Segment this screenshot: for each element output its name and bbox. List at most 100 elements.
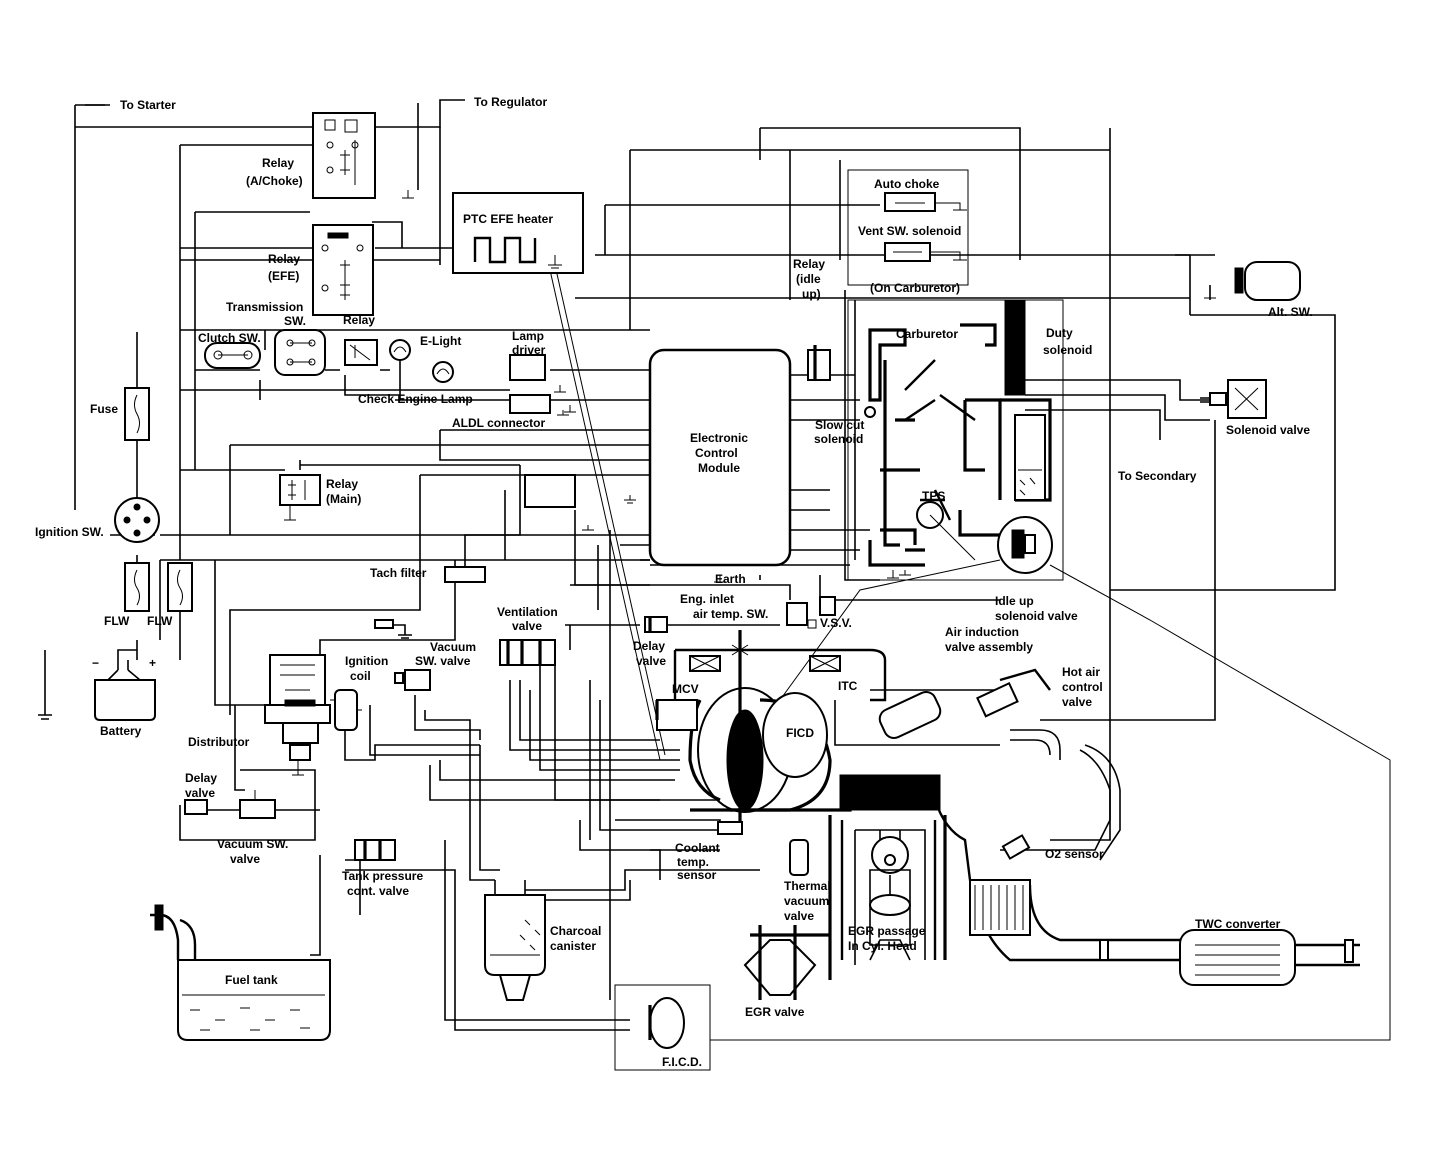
label-auto-choke: Auto choke xyxy=(874,177,940,191)
label-eng-inlet-2: air temp. SW. xyxy=(693,607,768,621)
lamp-driver xyxy=(509,354,566,393)
vacuum-hoses xyxy=(179,624,1121,1031)
air-cleaner-engine xyxy=(673,630,947,980)
label-relay-efe: Relay xyxy=(268,252,300,266)
label-fuse: Fuse xyxy=(90,402,118,416)
fusible-link-left xyxy=(124,562,150,612)
label-tps: TPS xyxy=(922,489,945,503)
label-tach-filter: Tach filter xyxy=(370,566,427,580)
label-hot-air: Hot air xyxy=(1062,665,1100,679)
carburetor xyxy=(847,299,1064,581)
label-egr-passage: EGR passage xyxy=(848,924,926,938)
label-battery: Battery xyxy=(100,724,142,738)
alt-switch xyxy=(1204,261,1301,301)
label-charcoal-2: canister xyxy=(550,939,596,953)
label-thermal: Thermal xyxy=(784,879,831,893)
label-o2-sensor: O2 sensor xyxy=(1045,847,1104,861)
transmission-switch xyxy=(274,329,326,376)
label-relay-achoke-sub: (A/Choke) xyxy=(246,174,303,188)
ptc-efe-heater xyxy=(452,192,584,274)
label-ventilation-valve-2: valve xyxy=(512,619,542,633)
label-ficd-box: F.I.C.D. xyxy=(662,1055,702,1069)
slow-cut-solenoid xyxy=(864,406,876,418)
ground-symbol-icon xyxy=(624,495,636,504)
label-ignition-sw: Ignition SW. xyxy=(35,525,104,539)
e-light xyxy=(389,339,411,361)
ground-symbol-icon xyxy=(582,525,594,531)
label-flw-right: FLW xyxy=(147,614,173,628)
relay-efe xyxy=(312,224,374,316)
delay-valve-mid xyxy=(644,616,668,633)
tach-filter xyxy=(444,566,486,583)
ventilation-valve xyxy=(499,639,556,666)
exhaust-system xyxy=(878,668,1360,986)
relay-achoke xyxy=(312,112,376,199)
tank-pressure-valve xyxy=(354,839,396,861)
label-e-light: E-Light xyxy=(420,334,461,348)
label-tank-pressure: Tank pressure xyxy=(342,869,423,883)
label-relay-idle-up-3: up) xyxy=(802,287,821,301)
vacuum-sw-valve-bottom xyxy=(239,790,276,819)
label-vacuum-sw-valve-bottom-2: valve xyxy=(230,852,260,866)
label-vent-sw-solenoid: Vent SW. solenoid xyxy=(858,224,961,238)
label-earth: Earth xyxy=(715,572,746,586)
distributor xyxy=(264,654,331,776)
label-duty-solenoid: Duty xyxy=(1046,326,1073,340)
fuse-main xyxy=(124,387,150,441)
plug-ground xyxy=(374,619,412,639)
clutch-switch xyxy=(204,342,261,369)
label-twc-converter: TWC converter xyxy=(1195,917,1281,931)
ignition-coil xyxy=(330,689,362,731)
label-relay-efe-sub: (EFE) xyxy=(268,269,299,283)
label-relay-idle-up: Relay xyxy=(793,257,825,271)
ecm-box xyxy=(648,348,792,567)
delay-valve-left xyxy=(184,799,208,815)
mcv-valve xyxy=(655,699,698,731)
label-coolant-2: temp. xyxy=(677,855,709,869)
label-itc: ITC xyxy=(838,679,858,693)
label-alt-sw: Alt. SW. xyxy=(1268,305,1313,319)
ficd-box xyxy=(614,984,711,1071)
label-egr-passage-2: In Cyl. Head xyxy=(848,939,917,953)
label-to-secondary: To Secondary xyxy=(1118,469,1197,483)
label-delay-valve-mid: Delay xyxy=(633,639,665,653)
label-ptc-efe-heater: PTC EFE heater xyxy=(463,212,553,226)
label-idle-up-solenoid: Idle up xyxy=(995,594,1034,608)
label-fuel-tank: Fuel tank xyxy=(225,973,278,987)
label-vsv: V.S.V. xyxy=(820,616,852,630)
labels: To Starter To Regulator Relay (A/Choke) … xyxy=(35,95,1313,1069)
aldl-connector-box xyxy=(509,394,576,414)
label-aldl-connector: ALDL connector xyxy=(452,416,545,430)
label-on-carburetor: (On Carburetor) xyxy=(870,281,960,295)
label-distributor: Distributor xyxy=(188,735,250,749)
label-to-regulator: To Regulator xyxy=(474,95,547,109)
label-idle-up-solenoid-2: solenoid valve xyxy=(995,609,1078,623)
label-relay-achoke: Relay xyxy=(262,156,294,170)
label-delay-valve-mid-2: valve xyxy=(636,654,666,668)
sensor-box xyxy=(524,474,576,508)
label-relay-main-2: (Main) xyxy=(326,492,361,506)
label-transmission-sw: Transmission xyxy=(226,300,303,314)
label-flw-left: FLW xyxy=(104,614,130,628)
label-relay-top: Relay xyxy=(343,313,375,327)
label-coolant: Coolant xyxy=(675,841,720,855)
relay-main xyxy=(279,474,321,521)
label-delay-valve-left: Delay xyxy=(185,771,217,785)
label-coolant-3: sensor xyxy=(677,868,717,882)
label-ecm-2: Control xyxy=(695,446,738,460)
label-ecm-3: Module xyxy=(698,461,740,475)
label-to-starter: To Starter xyxy=(120,98,176,112)
label-transmission-sw-2: SW. xyxy=(284,314,306,328)
label-clutch-sw: Clutch SW. xyxy=(198,331,261,345)
label-ventilation-valve: Ventilation xyxy=(497,605,558,619)
charcoal-canister xyxy=(484,880,546,1001)
label-lamp-driver: Lamp xyxy=(512,329,544,343)
label-ignition-coil-2: coil xyxy=(350,669,371,683)
label-relay-main: Relay xyxy=(326,477,358,491)
label-ficd-inner: FICD xyxy=(786,726,814,740)
battery xyxy=(38,649,156,721)
label-solenoid-valve: Solenoid valve xyxy=(1226,423,1310,437)
label-eng-inlet: Eng. inlet xyxy=(680,592,734,606)
relay-idle-up xyxy=(807,345,831,381)
ignition-switch xyxy=(114,497,160,543)
